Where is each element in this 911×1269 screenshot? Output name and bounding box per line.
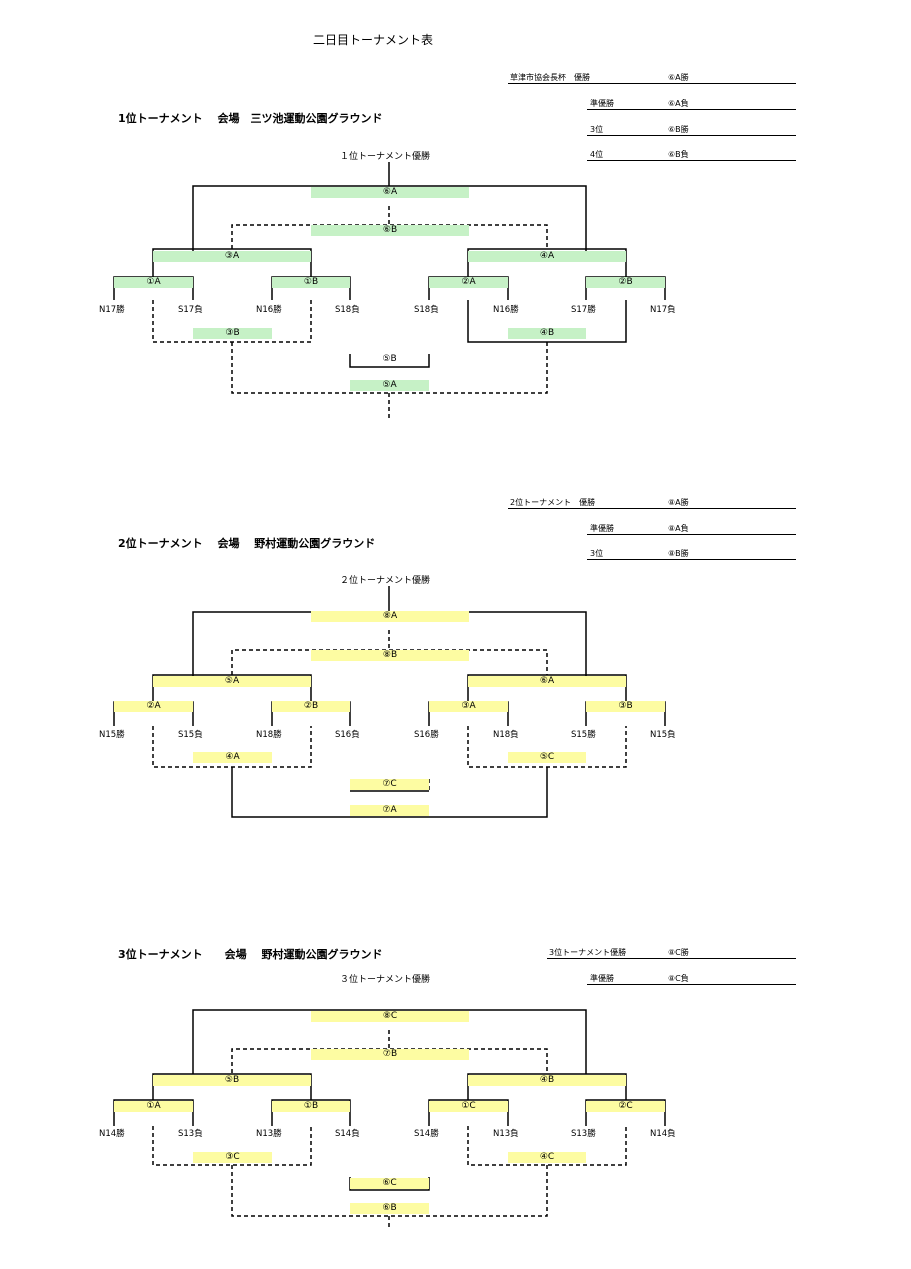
section-heading: 1位トーナメント 会場 三ツ池運動公園グラウンド (118, 112, 383, 125)
team-label: S18負 (414, 305, 439, 315)
team-label: N15勝 (99, 730, 125, 740)
result-label: 3位トーナメント優勝 (549, 948, 627, 957)
match-box-placement: ⑤B (382, 354, 397, 364)
result-label: 3位 (590, 125, 604, 134)
bracket-lines (113, 1009, 666, 1229)
match-box-placement: ⑦A (350, 805, 429, 816)
result-label: 準優勝 (590, 974, 614, 983)
result-label: 準優勝 (590, 524, 614, 533)
match-box-final: ⑧C (311, 1011, 469, 1022)
result-underline (587, 984, 796, 985)
result-underline (587, 109, 796, 110)
match-box-third-place: ⑦B (311, 1049, 469, 1060)
team-label: S15勝 (571, 730, 596, 740)
team-label: S17勝 (571, 305, 596, 315)
match-box-consolation: ④B (508, 328, 586, 339)
match-box-first-round: ②B (272, 701, 350, 712)
match-box-placement: ⑦C (350, 779, 429, 790)
team-label: N18負 (493, 730, 519, 740)
match-box-placement: ⑥C (350, 1178, 429, 1189)
result-value: ⑧A負 (668, 524, 689, 533)
team-label: S13負 (178, 1129, 203, 1139)
team-label: S17負 (178, 305, 203, 315)
result-underline (508, 508, 796, 509)
section-heading: 3位トーナメント 会場 野村運動公園グラウンド (118, 948, 383, 961)
match-box-consolation: ⑤C (508, 752, 586, 763)
team-label: N15負 (650, 730, 676, 740)
team-label: N17勝 (99, 305, 125, 315)
match-box-consolation: ③C (193, 1152, 272, 1163)
match-box-first-round: ③B (586, 701, 665, 712)
match-box-third-place: ⑧B (311, 650, 469, 661)
match-box-semifinal: ③A (153, 251, 311, 262)
bracket-lines (113, 162, 666, 418)
result-label: 草津市協会長杯 優勝 (510, 73, 590, 82)
result-label: 準優勝 (590, 99, 614, 108)
team-label: S14負 (335, 1129, 360, 1139)
result-label: 3位 (590, 549, 604, 558)
team-label: S16負 (335, 730, 360, 740)
result-value: ⑥A負 (668, 99, 689, 108)
result-value: ⑧A勝 (668, 498, 689, 507)
result-underline (547, 958, 796, 959)
team-label: S16勝 (414, 730, 439, 740)
result-underline (587, 135, 796, 136)
team-label: N14負 (650, 1129, 676, 1139)
result-label: 4位 (590, 150, 604, 159)
team-label: N13勝 (256, 1129, 282, 1139)
match-box-semifinal: ④A (468, 251, 626, 262)
team-label: S15負 (178, 730, 203, 740)
winner-title: ３位トーナメント優勝 (340, 975, 431, 985)
team-label: S18負 (335, 305, 360, 315)
match-box-semifinal: ⑤A (153, 676, 311, 687)
result-value: ⑥A勝 (668, 73, 689, 82)
result-value: ⑧C負 (668, 974, 689, 983)
result-label: 2位トーナメント 優勝 (510, 498, 596, 507)
winner-title: ２位トーナメント優勝 (340, 576, 431, 586)
page-title: 二日目トーナメント表 (313, 33, 434, 47)
result-underline (587, 534, 796, 535)
team-label: N16勝 (493, 305, 519, 315)
result-underline (587, 559, 796, 560)
match-box-first-round: ②C (586, 1101, 665, 1112)
match-box-first-round: ①B (272, 1101, 350, 1112)
match-box-final: ⑧A (311, 611, 469, 622)
match-box-placement: ⑤A (350, 380, 429, 391)
result-underline (587, 160, 796, 161)
match-box-first-round: ②B (586, 277, 665, 288)
match-box-first-round: ①A (114, 277, 193, 288)
match-box-first-round: ③A (429, 701, 508, 712)
match-box-consolation: ④A (193, 752, 272, 763)
match-box-placement: ⑥B (350, 1203, 429, 1214)
match-box-semifinal: ④B (468, 1075, 626, 1086)
team-label: N14勝 (99, 1129, 125, 1139)
match-box-consolation: ③B (193, 328, 272, 339)
result-value: ⑥B負 (668, 150, 689, 159)
bracket-lines (113, 586, 666, 818)
team-label: N16勝 (256, 305, 282, 315)
result-value: ⑧B勝 (668, 549, 689, 558)
team-label: N18勝 (256, 730, 282, 740)
result-value: ⑧C勝 (668, 948, 689, 957)
match-box-semifinal: ⑥A (468, 676, 626, 687)
result-value: ⑥B勝 (668, 125, 689, 134)
match-box-first-round: ②A (429, 277, 508, 288)
team-label: N17負 (650, 305, 676, 315)
section-heading: 2位トーナメント 会場 野村運動公園グラウンド (118, 537, 376, 550)
winner-title: １位トーナメント優勝 (340, 152, 431, 162)
team-label: S13勝 (571, 1129, 596, 1139)
result-underline (508, 83, 796, 84)
match-box-first-round: ①B (272, 277, 350, 288)
match-box-consolation: ④C (508, 1152, 586, 1163)
match-box-final: ⑥A (311, 187, 469, 198)
team-label: N13負 (493, 1129, 519, 1139)
team-label: S14勝 (414, 1129, 439, 1139)
match-box-third-place: ⑥B (311, 225, 469, 236)
match-box-first-round: ②A (114, 701, 193, 712)
match-box-first-round: ①C (429, 1101, 508, 1112)
match-box-first-round: ①A (114, 1101, 193, 1112)
match-box-semifinal: ⑤B (153, 1075, 311, 1086)
